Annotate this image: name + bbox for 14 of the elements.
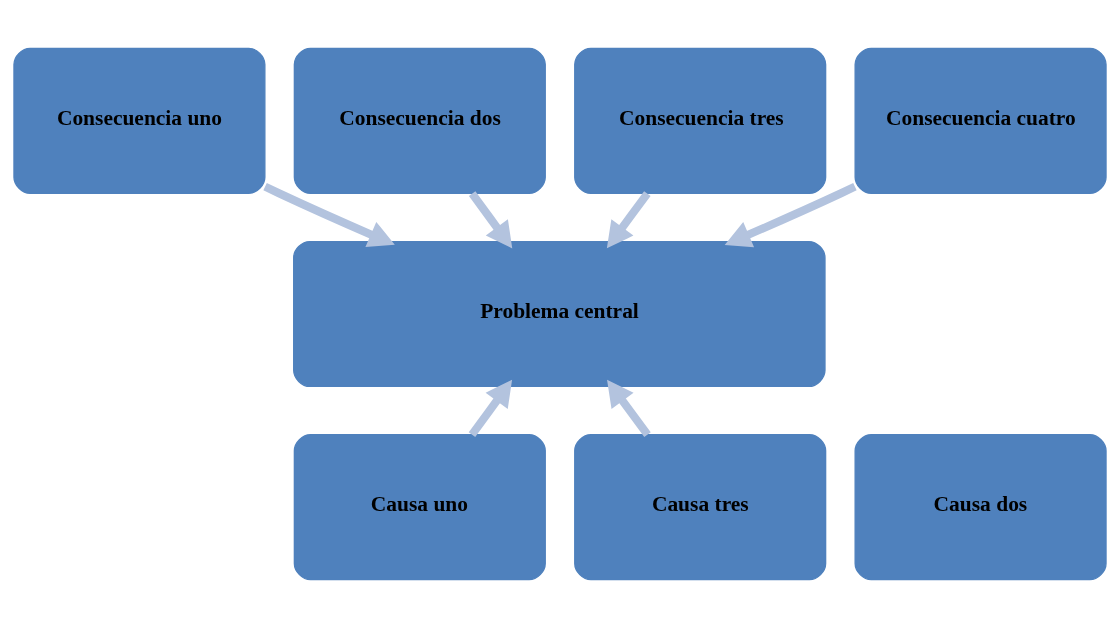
arrow	[468, 191, 513, 249]
arrow	[724, 183, 857, 248]
node-box: Consecuencia dos	[293, 47, 546, 194]
arrow	[607, 379, 651, 437]
node-box: Consecuencia uno	[13, 47, 266, 194]
arrow	[263, 183, 395, 248]
arrow	[468, 379, 513, 437]
node-box: Causa uno	[293, 434, 546, 581]
node-box: Causa tres	[574, 434, 827, 581]
node-box: Consecuencia tres	[574, 47, 827, 194]
node-box: Consecuencia cuatro	[854, 47, 1107, 194]
node-box: Causa dos	[854, 434, 1107, 581]
node-box: Problema central	[293, 240, 826, 388]
arrow	[606, 191, 651, 249]
